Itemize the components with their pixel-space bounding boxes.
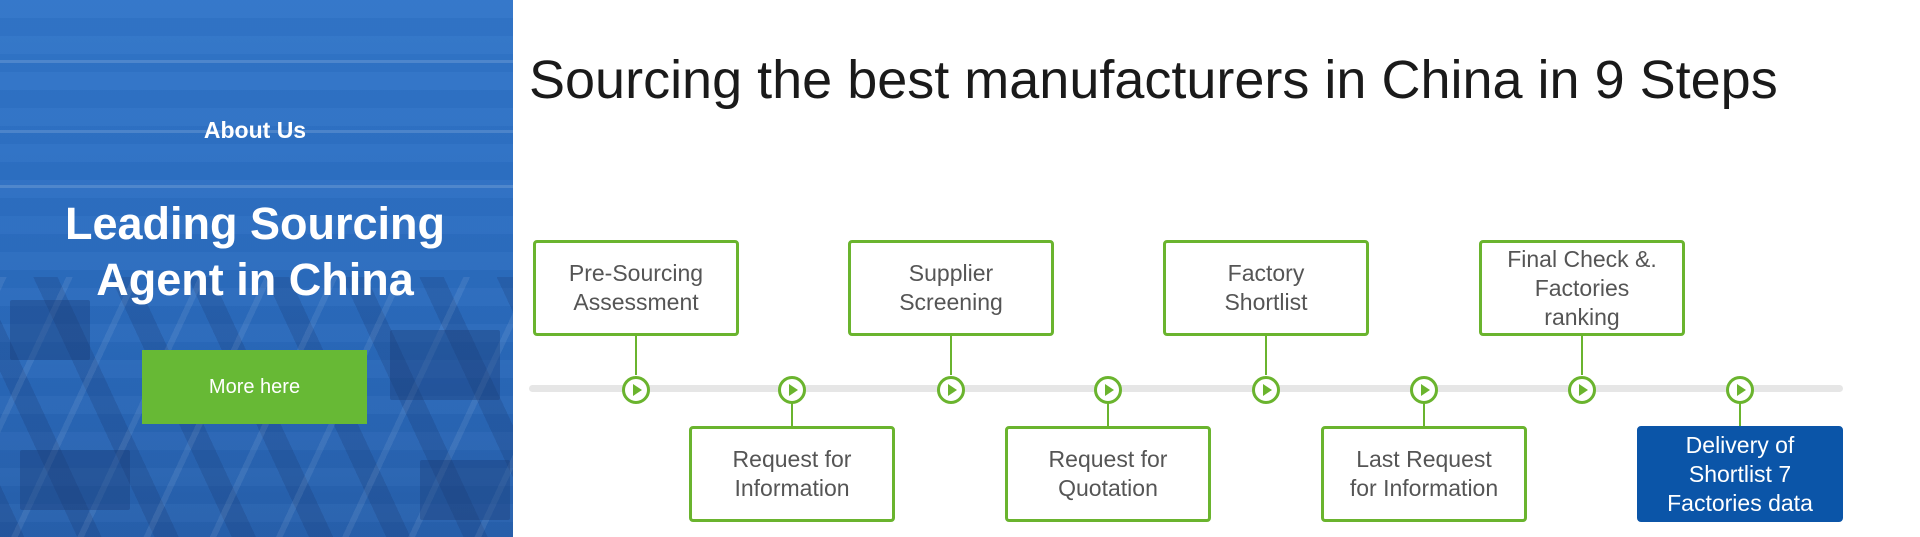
play-triangle-icon <box>1737 384 1746 396</box>
about-us-label: About Us <box>203 117 307 143</box>
play-triangle-icon <box>789 384 798 396</box>
step-label-line: Final Check &. <box>1507 245 1657 272</box>
step-label-line: Quotation <box>1058 475 1158 501</box>
hero-heading: Leading Sourcing Agent in China <box>0 196 510 308</box>
play-triangle-icon <box>633 384 642 396</box>
factory-machine <box>390 330 500 400</box>
more-here-button[interactable]: More here <box>142 350 367 424</box>
factory-ceiling-line <box>0 130 513 133</box>
step-label-line: Factories data <box>1667 489 1813 516</box>
play-triangle-icon <box>1579 384 1588 396</box>
step-label-line: Delivery of <box>1685 431 1795 458</box>
step-play-icon[interactable] <box>1094 376 1122 404</box>
step-label: Last Request for Information <box>1350 445 1498 503</box>
step-label-line: for Information <box>1349 475 1499 501</box>
step-connector <box>1739 403 1741 426</box>
play-triangle-icon <box>1263 384 1272 396</box>
step-play-icon[interactable] <box>1726 376 1754 404</box>
step-label-line: Factories <box>1534 274 1630 301</box>
step-connector <box>1423 403 1425 426</box>
step-play-icon[interactable] <box>1568 376 1596 404</box>
about-hero-panel: About Us Leading Sourcing Agent in China… <box>0 0 513 537</box>
step-connector <box>791 403 793 426</box>
step-label-line: Request for <box>732 446 852 472</box>
step-connector <box>1581 336 1583 375</box>
step-play-icon[interactable] <box>1252 376 1280 404</box>
step-label-line: Screening <box>899 289 1003 315</box>
factory-ceiling-line <box>0 60 513 63</box>
factory-machine <box>10 300 90 360</box>
factory-machine <box>20 450 130 510</box>
step-play-icon[interactable] <box>1410 376 1438 404</box>
step-connector <box>1265 336 1267 375</box>
step-label-line: Assessment <box>573 289 699 315</box>
step-label-line: Factory <box>1227 260 1305 286</box>
step-play-icon[interactable] <box>622 376 650 404</box>
step-connector <box>635 336 637 375</box>
step-connector <box>1107 403 1109 426</box>
play-triangle-icon <box>1421 384 1430 396</box>
play-triangle-icon <box>1105 384 1114 396</box>
step-box: Last Request for Information <box>1321 426 1527 522</box>
factory-ceiling-line <box>0 185 513 188</box>
step-connector <box>950 336 952 375</box>
step-label-line: Last Request <box>1356 446 1492 472</box>
step-label-line: Supplier <box>908 260 994 286</box>
step-play-icon[interactable] <box>937 376 965 404</box>
step-label-line: Shortlist <box>1224 289 1308 315</box>
hero-heading-line: Leading Sourcing <box>64 198 446 249</box>
timeline-track <box>529 385 1843 392</box>
step-label-line: Shortlist 7 <box>1688 460 1792 487</box>
step-label-line: Information <box>734 475 850 501</box>
page-title: Sourcing the best manufacturers in China… <box>529 50 1778 110</box>
step-label-line: ranking <box>1544 303 1620 330</box>
play-triangle-icon <box>948 384 957 396</box>
hero-heading-line: Agent in China <box>96 254 414 305</box>
step-play-icon[interactable] <box>778 376 806 404</box>
step-label-line: Request for <box>1048 446 1168 472</box>
factory-machine <box>420 460 510 520</box>
step-label-line: Pre-Sourcing <box>568 260 704 286</box>
